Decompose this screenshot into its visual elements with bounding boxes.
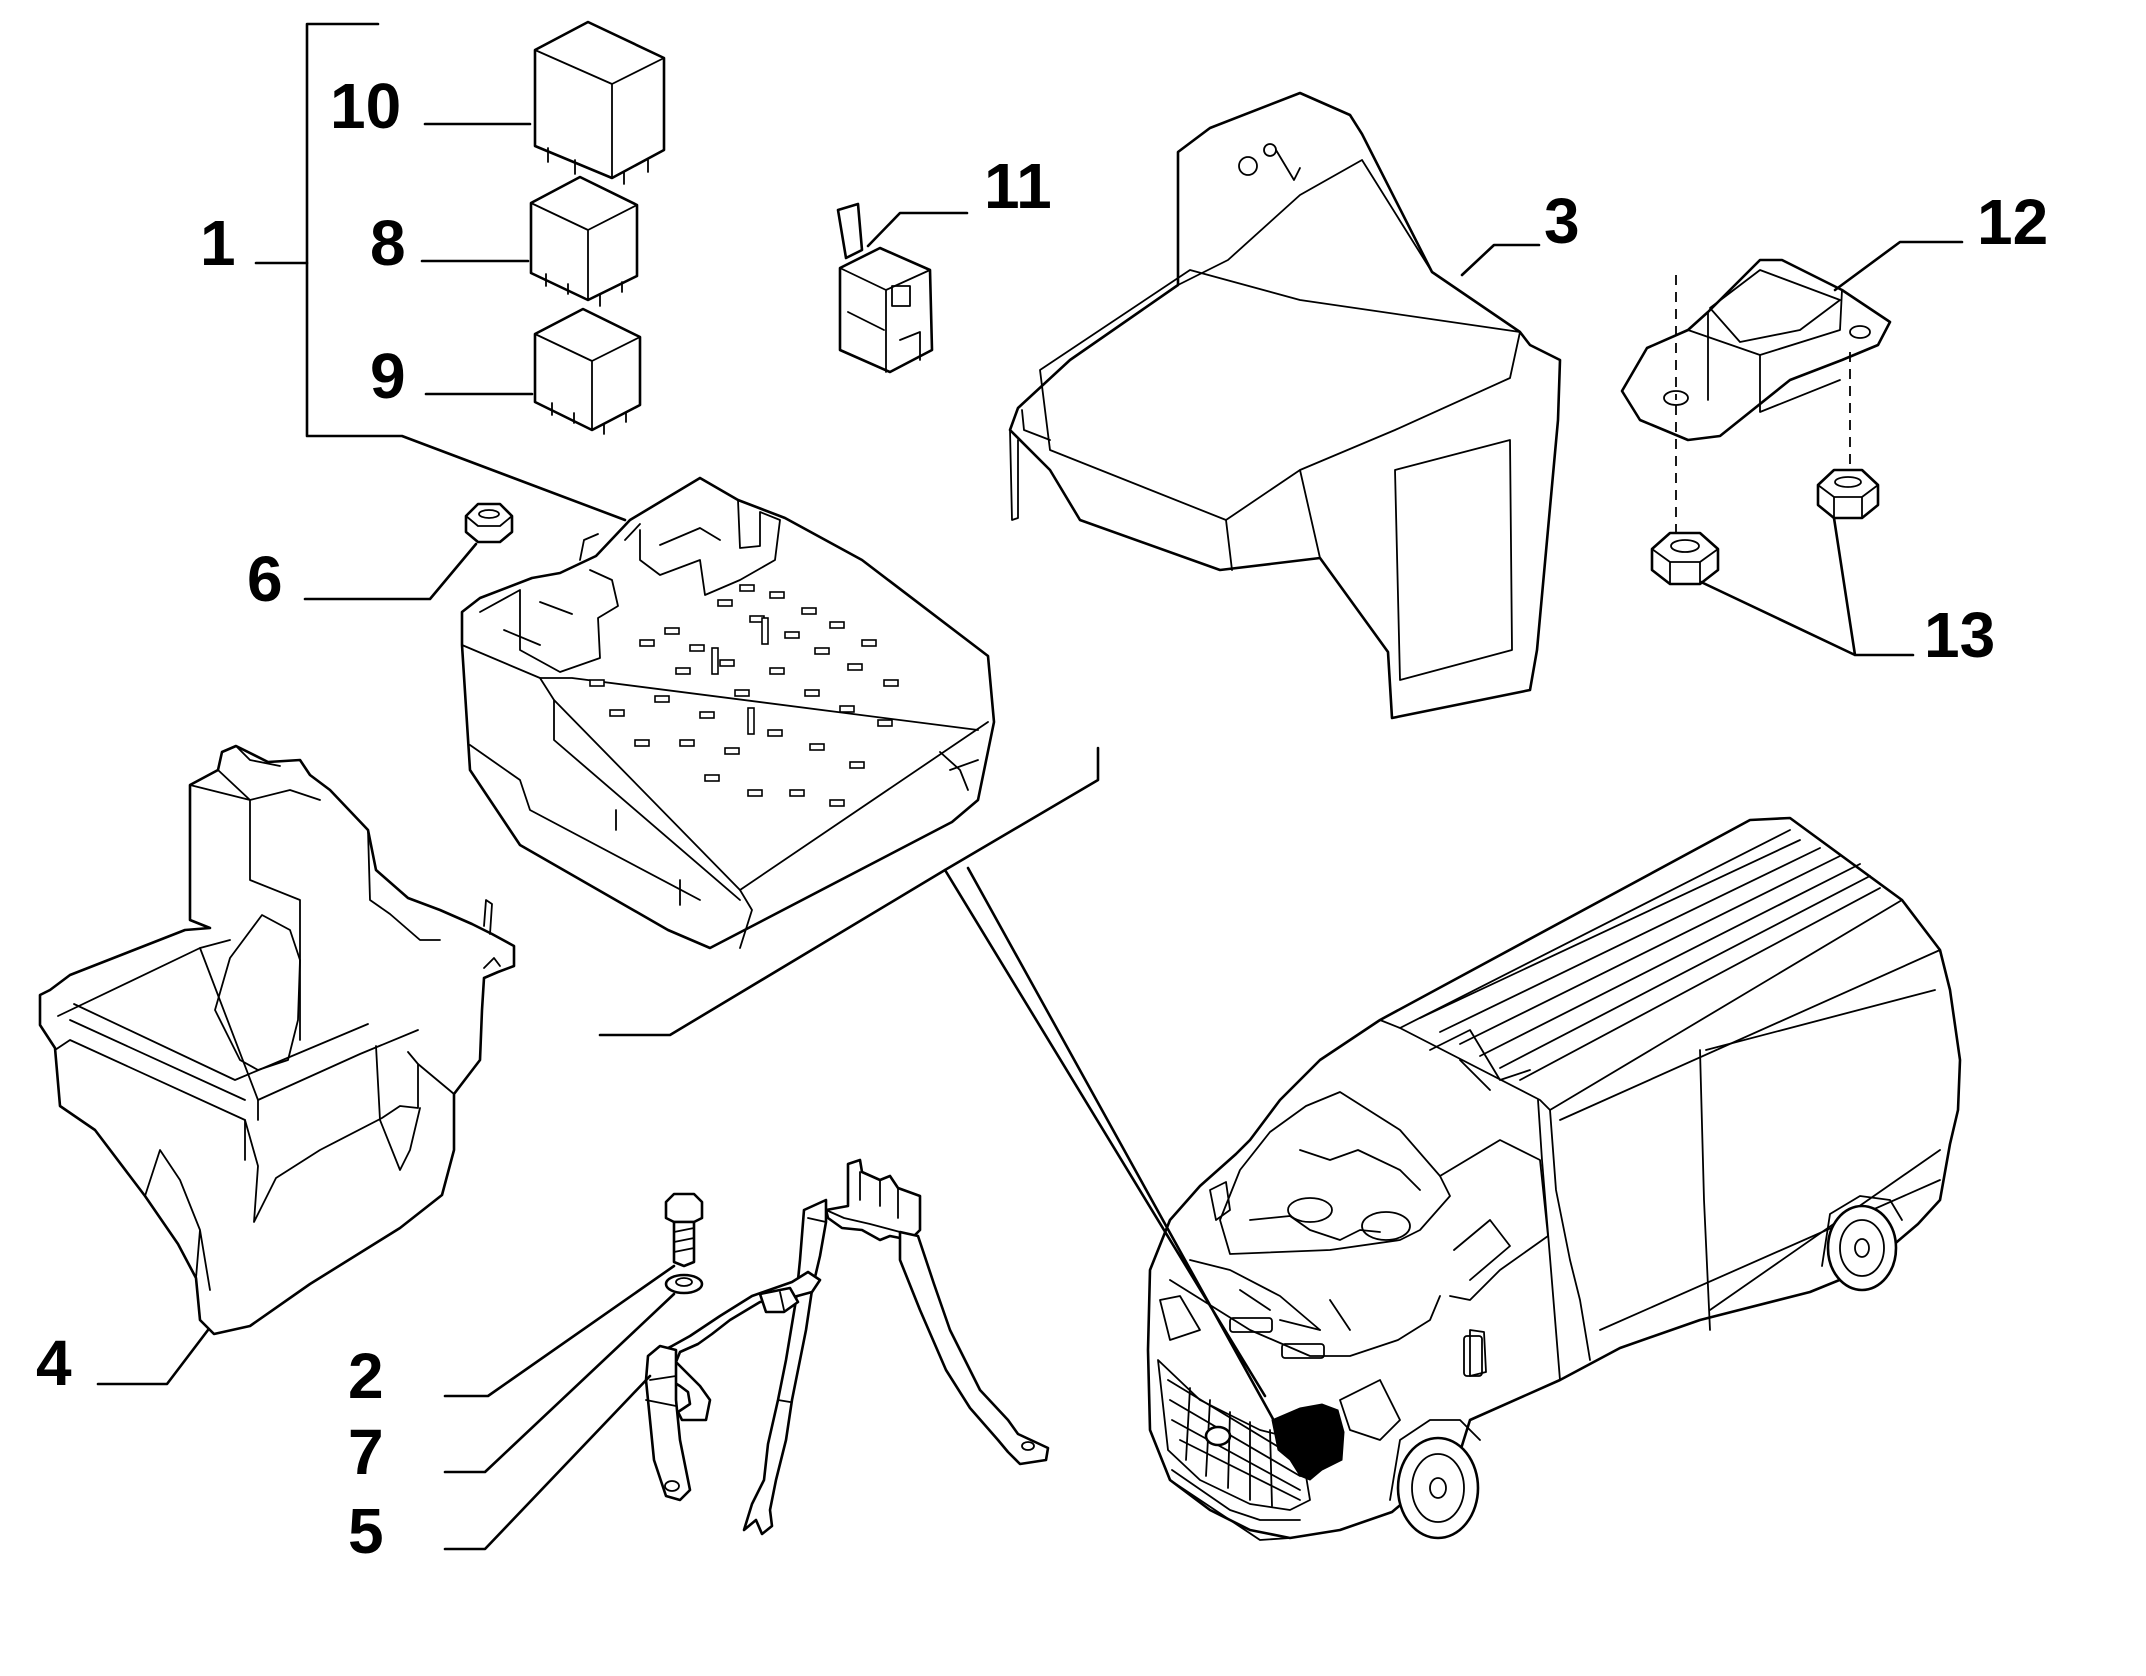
location-marker — [1271, 1403, 1345, 1481]
leader-4 — [96, 1328, 210, 1386]
group-bracket — [254, 22, 627, 522]
relay-8 — [529, 175, 639, 307]
nut-13b — [1816, 468, 1880, 520]
callout-6: 6 — [247, 543, 283, 615]
washer-7 — [664, 1273, 704, 1295]
leader-5 — [443, 1374, 652, 1551]
fuse-box-slots — [589, 584, 899, 807]
bolt-2 — [664, 1192, 704, 1268]
callout-11: 11 — [984, 150, 1052, 222]
bracket-5 — [644, 1158, 1050, 1536]
callout-4: 4 — [36, 1327, 72, 1399]
relay-10 — [533, 20, 666, 185]
nut-6 — [464, 502, 514, 544]
leader-van-location — [943, 866, 1280, 1430]
callout-12: 12 — [1977, 186, 2048, 258]
housing-4 — [38, 744, 516, 1336]
callout-3: 3 — [1544, 185, 1580, 257]
leader-7 — [443, 1292, 676, 1474]
relay-9 — [533, 307, 642, 435]
fuse-box — [460, 476, 996, 950]
relay-11 — [836, 202, 934, 374]
leader-2 — [443, 1264, 676, 1398]
bracket-12 — [1620, 258, 1892, 545]
leader-13 — [1699, 516, 1915, 657]
callout-10: 10 — [330, 70, 401, 142]
callout-13: 13 — [1924, 599, 1995, 671]
leader-11 — [866, 211, 969, 248]
van-illustration — [1146, 816, 1962, 1541]
leader-3 — [1460, 243, 1541, 277]
callout-1: 1 — [200, 207, 236, 279]
nut-13a — [1650, 531, 1720, 586]
leader-6 — [303, 542, 478, 601]
cover-3 — [1008, 91, 1562, 720]
callout-9: 9 — [370, 340, 406, 412]
callout-5: 5 — [348, 1495, 384, 1567]
callout-2: 2 — [348, 1340, 384, 1412]
leader-12 — [1833, 240, 1964, 292]
callout-7: 7 — [348, 1416, 384, 1488]
callout-8: 8 — [370, 207, 406, 279]
